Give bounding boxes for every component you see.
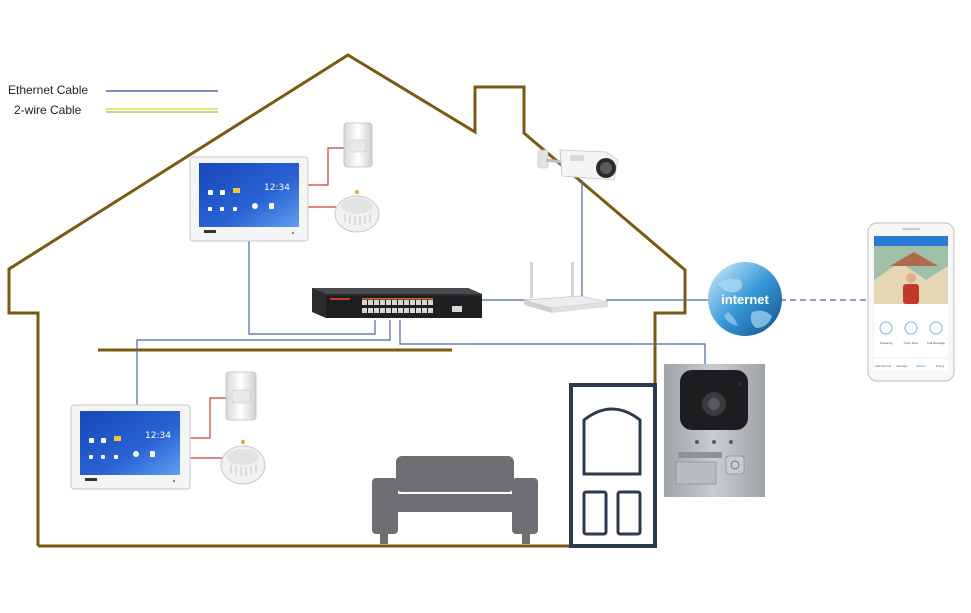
phone-button-label: Speaking [880, 341, 893, 345]
smoke-detector-icon [334, 190, 380, 233]
ethernet-swatch [106, 90, 218, 92]
internet-label: internet [721, 292, 769, 307]
legend-label-ethernet: Ethernet Cable [8, 83, 89, 97]
legend-label-2wire: 2-wire Cable [14, 103, 82, 117]
sofa-icon [372, 456, 538, 544]
phone-nav-label: Call Records [875, 364, 892, 368]
poe-switch-icon [312, 288, 482, 318]
house-outline [7, 53, 687, 548]
smartphone-icon: Speaking Open Door Call Message Call Rec… [867, 222, 955, 382]
phone-nav-label: Message [896, 364, 908, 368]
ip-camera-icon [537, 149, 619, 181]
phone-nav-label: Setting [936, 364, 945, 368]
indoor-monitor-icon [208, 188, 274, 211]
wifi-router-icon [523, 262, 609, 313]
pir-sensor-icon [225, 371, 257, 421]
phone-button-label: Open Door [904, 341, 919, 345]
ethernet-cables [136, 180, 712, 405]
smoke-detector-icon [220, 440, 266, 485]
indoor-monitor-bottom: 12:34 [70, 404, 191, 490]
2wire-swatch [106, 108, 218, 113]
sensor-wires [190, 147, 344, 459]
monitor-clock: 12:34 [145, 431, 171, 441]
monitor-clock: 12:34 [264, 183, 290, 193]
indoor-monitor-icon [89, 436, 155, 459]
indoor-monitor-top: 12:34 [189, 156, 309, 242]
door-icon [569, 383, 657, 548]
internet-globe-icon: internet [708, 262, 782, 336]
pir-sensor-icon [343, 122, 373, 168]
outdoor-station-icon [664, 364, 765, 497]
phone-nav-label: Monitor [916, 364, 925, 368]
phone-button-label: Call Message [927, 341, 946, 345]
